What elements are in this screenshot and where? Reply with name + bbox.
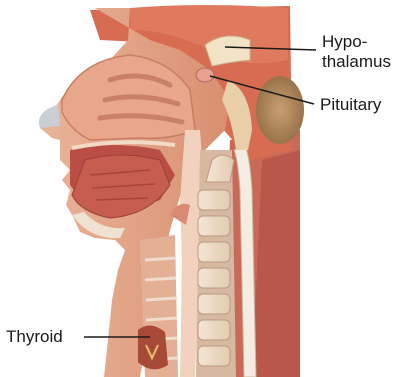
pituitary-label: Pituitary <box>320 95 381 115</box>
pituitary-gland <box>196 68 214 82</box>
vertebral-column <box>196 150 236 377</box>
hypothalamus-label-line1: Hypo- <box>322 32 402 52</box>
thyroid-gland <box>138 325 168 369</box>
cerebellum <box>256 76 304 144</box>
hypothalamus-label-line2: thalamus <box>322 52 402 72</box>
hypothalamus-label: Hypo- thalamus <box>322 32 402 72</box>
nose-tip <box>39 104 60 128</box>
thyroid-label: Thyroid <box>6 327 63 347</box>
